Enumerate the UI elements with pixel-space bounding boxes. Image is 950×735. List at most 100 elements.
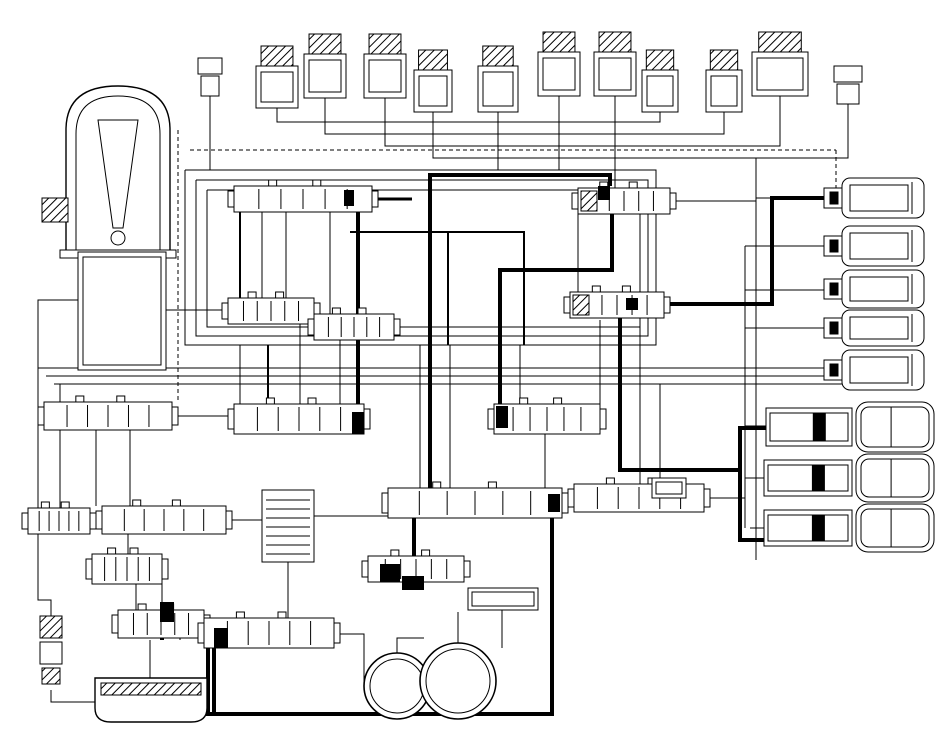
- accumulator-3-bore: [860, 508, 930, 548]
- pipe: [664, 196, 824, 306]
- pump-rotor-1-inner: [369, 658, 425, 714]
- solenoid-6-cap: [542, 31, 576, 53]
- valve-bottom-1-port: [137, 603, 147, 611]
- valve-left-low-2-port: [171, 499, 181, 507]
- valve-small-left-port: [129, 547, 139, 555]
- valve-bottom-2-port: [235, 611, 245, 619]
- shift-valve-4-endcap-right: [663, 296, 671, 314]
- valve-center-low-endcap-right: [561, 492, 569, 514]
- valve-right-low-endcap-right: [703, 488, 711, 508]
- regulator-valve-top-right-endcap-right: [669, 192, 677, 210]
- clutch-1-piston: [849, 184, 909, 212]
- valve-small-left-endcap-left: [85, 558, 93, 580]
- seal-9: [160, 602, 174, 622]
- torque-converter-hub: [110, 230, 126, 246]
- pipe: [37, 299, 78, 368]
- valve-pump-top-endcap-right: [463, 560, 471, 578]
- seal-8: [548, 494, 560, 512]
- detent-plate-body: [261, 489, 315, 563]
- pipe: [384, 96, 781, 147]
- servo-valve-2-bore: [767, 464, 849, 492]
- solenoid-7-core: [598, 57, 632, 91]
- valve-left-mid-endcap-right: [171, 406, 179, 426]
- valve-left-mid-endcap-left: [37, 406, 45, 426]
- connector-left-top: [197, 57, 223, 75]
- connector-left-body: [200, 75, 220, 97]
- valve-small-left-port: [107, 547, 117, 555]
- valve-left-low-1-port: [40, 501, 50, 509]
- torque-converter-shaft: [41, 197, 69, 223]
- servo-valve-1-bore: [769, 412, 849, 442]
- valve-right-mid-endcap-left: [487, 408, 495, 430]
- solenoid-10-core: [756, 57, 804, 91]
- torque-converter-turbine: [97, 119, 139, 229]
- regulator-valve-top-right-port: [628, 181, 638, 189]
- seal-4: [598, 186, 610, 200]
- solenoid-8-core: [646, 75, 674, 107]
- valve-pump-top-port: [421, 549, 431, 557]
- solenoid-5-cap: [482, 45, 514, 67]
- shift-valve-1-endcap-left: [227, 190, 235, 208]
- shift-valve-3-port: [331, 307, 341, 315]
- solenoid-10-cap: [758, 31, 802, 53]
- valve-small-left-endcap-right: [161, 558, 169, 580]
- connector-right-top: [833, 65, 863, 83]
- clutch-5-seal: [829, 363, 839, 377]
- valve-center-low-port: [432, 481, 442, 489]
- pipe: [276, 108, 661, 123]
- solenoid-2-core: [308, 59, 342, 93]
- pressure-accumulator-small-bottom: [41, 667, 61, 685]
- shift-valve-3-port: [357, 307, 367, 315]
- shift-valve-1-port: [268, 179, 278, 187]
- servo-valve-1-seal: [812, 412, 826, 442]
- pipe: [184, 169, 657, 346]
- pipe: [334, 633, 365, 686]
- pump-rotor-2-inner: [425, 648, 491, 714]
- shift-valve-1-endcap-right: [371, 190, 379, 208]
- clutch-3-seal: [829, 282, 839, 296]
- valve-bottom-2-endcap-right: [333, 622, 341, 644]
- shift-valve-2-port: [247, 291, 257, 299]
- pipe: [738, 426, 766, 470]
- valve-left-low-2-endcap-right: [225, 510, 233, 530]
- solenoid-8-cap: [645, 49, 675, 71]
- bracket-bore: [655, 481, 683, 495]
- oil-pan-strainer: [100, 682, 202, 696]
- shift-valve-4-spring: [572, 294, 590, 316]
- servo-valve-3-bore: [767, 514, 849, 542]
- valve-left-low-1-endcap-right: [89, 512, 97, 530]
- solenoid-6-core: [542, 57, 576, 91]
- valve-right-low-port: [605, 477, 615, 485]
- shift-valve-4-port: [591, 285, 601, 293]
- valve-pump-top-port: [390, 549, 400, 557]
- valve-center-mid-port: [307, 397, 317, 405]
- pipe: [428, 173, 612, 488]
- solenoid-2-cap: [308, 33, 342, 55]
- clutch-2-piston: [849, 232, 909, 260]
- valve-center-mid-endcap-right: [363, 408, 371, 430]
- valve-bottom-1-endcap-left: [111, 614, 119, 634]
- shift-valve-4-endcap-left: [563, 296, 571, 314]
- valve-center-mid-endcap-left: [227, 408, 235, 430]
- clutch-4-seal: [829, 321, 839, 335]
- valve-right-mid-port: [519, 397, 529, 405]
- regulator-valve-top-right-spring: [580, 190, 598, 212]
- valve-left-low-1-endcap-left: [21, 512, 29, 530]
- cooler-reservoir-inner: [82, 256, 162, 366]
- valve-center-low-port: [487, 481, 497, 489]
- valve-right-mid-port: [553, 397, 563, 405]
- solenoid-7-cap: [598, 31, 632, 53]
- valve-pump-top-endcap-left: [361, 560, 369, 578]
- solenoid-4-core: [418, 75, 448, 107]
- accumulator-2-bore: [860, 458, 930, 498]
- solenoid-1-core: [260, 71, 294, 103]
- clutch-1-seal: [829, 191, 839, 205]
- regulator-valve-top-right-endcap-left: [571, 192, 579, 210]
- seal-2: [352, 412, 364, 434]
- shift-valve-1-port: [312, 179, 322, 187]
- accumulator-1-bore: [860, 406, 930, 448]
- pressure-accumulator-small-mid: [39, 641, 63, 665]
- servo-valve-2-seal: [811, 464, 825, 492]
- clutch-5-piston: [849, 356, 909, 384]
